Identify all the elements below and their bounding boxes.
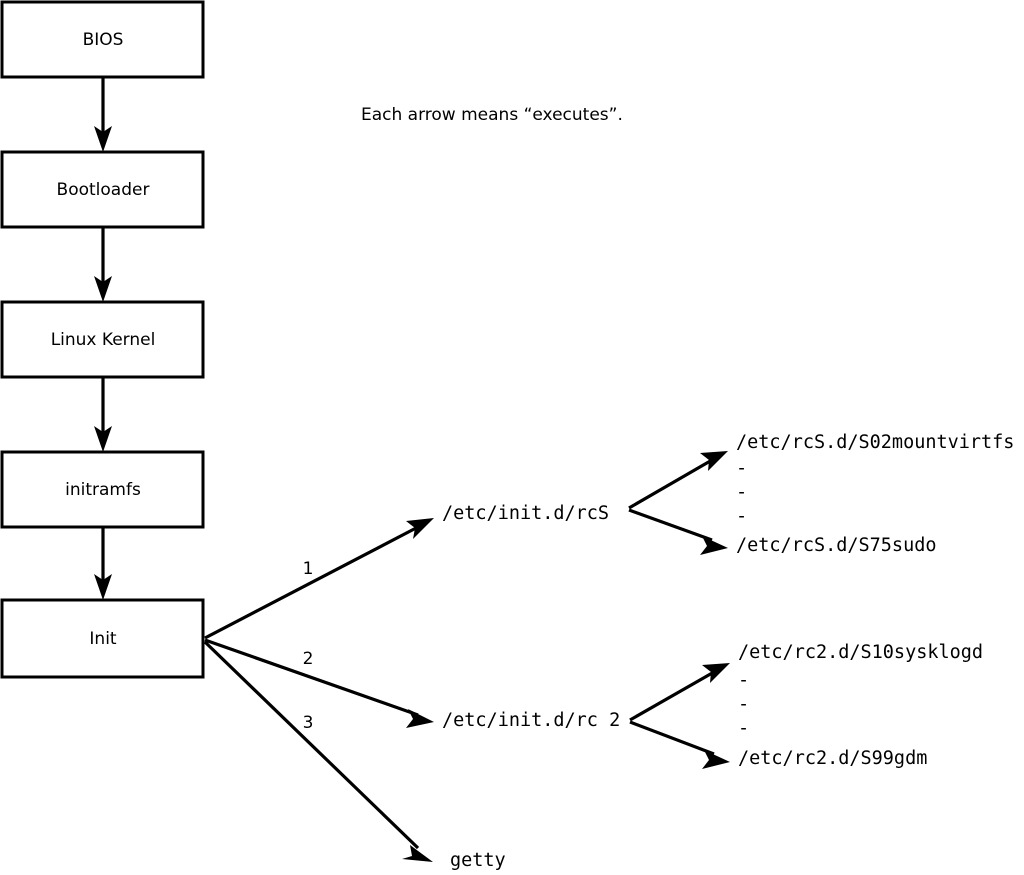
arrow-kernel-to-initramfs xyxy=(94,377,112,452)
arrow-head-icon xyxy=(702,663,730,683)
node-bios-label: BIOS xyxy=(83,30,124,50)
arrow-init-to-rc2 xyxy=(204,638,434,728)
arrow-rcs-to-first-script xyxy=(628,451,728,510)
node-bootloader[interactable]: Bootloader xyxy=(0,150,205,229)
arrow-head-icon xyxy=(402,845,433,862)
target-label-rc2: /etc/init.d/rc 2 xyxy=(442,710,620,731)
target-label-rcs: /etc/init.d/rcS xyxy=(442,503,609,524)
node-initramfs-box xyxy=(0,450,205,529)
edge-label-2: 2 xyxy=(303,649,314,669)
arrow-head-icon xyxy=(406,518,434,539)
arrow-bios-to-bootloader xyxy=(94,77,112,152)
arrow-rc2-to-last-script xyxy=(629,720,730,769)
rc2-script-last: /etc/rc2.d/S99gdm xyxy=(738,748,927,769)
edge-label-1: 1 xyxy=(303,559,314,579)
rc2-script-first: /etc/rc2.d/S10sysklogd xyxy=(738,642,983,663)
arrow-init-to-rcs xyxy=(204,518,434,640)
arrow-head-icon xyxy=(406,709,434,728)
node-initramfs[interactable]: initramfs xyxy=(0,450,205,529)
edge-label-3: 3 xyxy=(303,713,314,733)
arrow-head-icon xyxy=(700,536,728,555)
target-label-getty: getty xyxy=(450,850,506,871)
node-bios[interactable]: BIOS xyxy=(0,0,205,79)
arrow-head-icon xyxy=(700,451,728,471)
node-initramfs-label: initramfs xyxy=(65,480,141,500)
rcs-ellipsis-dash-1: - xyxy=(736,458,747,479)
rc2-ellipsis-dash-3: - xyxy=(738,718,749,739)
node-init-box xyxy=(0,598,205,679)
rc2-ellipsis-dash-2: - xyxy=(738,694,749,715)
arrow-rc2-to-first-script xyxy=(629,663,730,722)
arrow-init-to-getty xyxy=(203,640,433,862)
arrow-initramfs-to-init xyxy=(94,527,112,600)
rcs-ellipsis-dash-2: - xyxy=(736,482,747,503)
rc2-ellipsis-dash-1: - xyxy=(738,670,749,691)
node-linux-kernel-label: Linux Kernel xyxy=(51,330,156,350)
arrow-head-icon xyxy=(94,574,112,600)
diagram-caption: Each arrow means “executes”. xyxy=(361,105,623,125)
arrow-bootloader-to-kernel xyxy=(94,227,112,302)
node-bios-box xyxy=(0,0,205,79)
node-bootloader-label: Bootloader xyxy=(57,180,150,200)
node-bootloader-box xyxy=(0,150,205,229)
node-init[interactable]: Init xyxy=(0,598,205,679)
arrow-head-icon xyxy=(702,750,730,769)
arrow-rcs-to-last-script xyxy=(628,508,728,555)
arrow-head-icon xyxy=(94,426,112,452)
arrow-head-icon xyxy=(94,276,112,302)
rcs-ellipsis-dash-3: - xyxy=(736,506,747,527)
rcs-script-last: /etc/rcS.d/S75sudo xyxy=(736,535,936,556)
node-init-label: Init xyxy=(89,629,117,649)
arrow-head-icon xyxy=(94,126,112,152)
rcs-script-first: /etc/rcS.d/S02mountvirtfs xyxy=(736,432,1014,453)
node-linux-kernel[interactable]: Linux Kernel xyxy=(0,300,205,379)
